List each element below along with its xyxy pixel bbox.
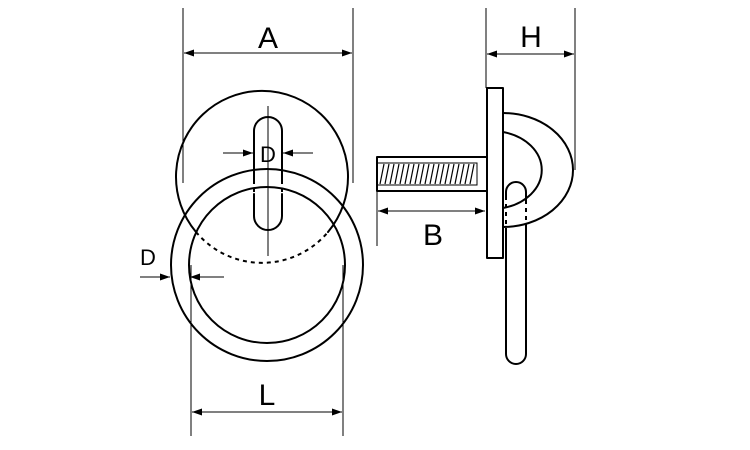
thread-line: [429, 163, 435, 185]
base-plate-outline: [175, 89, 349, 233]
thread-line: [409, 163, 415, 185]
thread-line: [404, 163, 410, 185]
side-ring-upper: [505, 181, 527, 201]
thread-line: [454, 163, 460, 185]
side-ring-lower: [505, 225, 527, 365]
thread-line: [419, 163, 425, 185]
thread-line: [464, 163, 470, 185]
dimension-label-h: H: [520, 21, 542, 54]
thread-line: [444, 163, 450, 185]
base-plate-hidden-edge: [195, 231, 329, 264]
side-view: H B: [376, 8, 576, 365]
dimension-label-a: A: [258, 22, 278, 55]
eye-loop-outer: [502, 112, 574, 228]
thread-line: [449, 163, 455, 185]
dimension-label-d-ring: D: [140, 245, 156, 270]
thread-line: [384, 163, 390, 185]
thread-line: [424, 163, 430, 185]
side-ring-hidden: [505, 196, 527, 232]
threaded-stud-core: [376, 162, 478, 186]
dimension-label-b: B: [423, 219, 443, 252]
thread-line: [414, 163, 420, 185]
thread-hatching: [379, 163, 475, 185]
thread-line: [469, 163, 475, 185]
thread-line: [439, 163, 445, 185]
thread-line: [394, 163, 400, 185]
slot-hidden: [253, 180, 283, 194]
ring-outer: [170, 168, 364, 362]
thread-line: [389, 163, 395, 185]
thread-line: [379, 163, 385, 185]
front-view: A L D D: [140, 8, 364, 436]
eye-loop-inner: [502, 131, 543, 209]
thread-line: [434, 163, 440, 185]
dimension-label-l: L: [259, 379, 276, 412]
thread-line: [459, 163, 465, 185]
side-plate: [486, 87, 504, 259]
ring-inner: [188, 186, 346, 344]
dimension-label-d-slot: D: [260, 142, 276, 167]
thread-line: [399, 163, 405, 185]
